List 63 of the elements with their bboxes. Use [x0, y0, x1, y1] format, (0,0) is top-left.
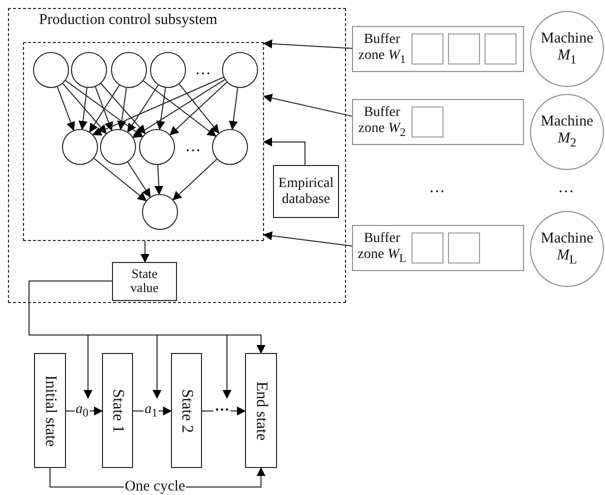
neuron-circle: [62, 129, 98, 165]
arrow: [94, 86, 113, 131]
neuron-circle: [212, 129, 248, 165]
machine-circle: [530, 11, 604, 87]
arrow: [28, 280, 266, 354]
buffer-zone-box: [352, 99, 524, 145]
arrow: [92, 76, 224, 136]
neuron-circle: [139, 129, 175, 165]
neuron-circle: [111, 52, 147, 88]
state-box: [171, 353, 202, 468]
state-box: [102, 353, 133, 468]
state-label: Initial state: [41, 374, 60, 446]
neuron-circle: [71, 52, 107, 88]
neuron-circle: [222, 52, 258, 88]
database-box: [273, 165, 339, 218]
node-label: Empirical database: [277, 175, 335, 208]
arrow: [263, 138, 306, 166]
state-box: [245, 353, 277, 468]
arrow: [93, 158, 147, 202]
arrow: [117, 87, 127, 130]
neuron-circle: [33, 52, 69, 88]
arrow: [142, 80, 216, 137]
node-label: Machine M$_{2}$: [540, 114, 594, 150]
arrow: [56, 86, 75, 131]
state-box: [34, 353, 66, 468]
arrow: [154, 164, 164, 195]
buffer-label: Buffer zone W$_{1}$: [357, 32, 407, 66]
arrow: [62, 83, 107, 134]
arrow: [170, 82, 228, 136]
neuron-circle: [150, 52, 186, 88]
arrow: [263, 39, 352, 49]
arrow: [178, 84, 220, 134]
arrow: [202, 406, 246, 416]
node-label: Machine M$_{L}$: [540, 230, 594, 268]
machine-circle: [530, 211, 604, 287]
buffer-label: Buffer zone W$_{2}$: [357, 105, 407, 140]
node-label: Machine M$_{1}$: [540, 30, 594, 68]
node-label: State value: [129, 266, 160, 296]
buffer-zone-box: [352, 26, 524, 72]
arrow: [127, 84, 159, 133]
state-label: State 1: [108, 388, 127, 432]
container-title: Production control subsystem: [39, 12, 218, 30]
arrow: [89, 84, 120, 133]
arrow: [78, 87, 88, 130]
neuron-circle: [100, 129, 136, 165]
edge-label: One cycle: [124, 480, 186, 494]
state-label: State 2: [178, 388, 196, 432]
arrow: [156, 87, 166, 130]
arrow: [172, 158, 218, 200]
arrow: [263, 94, 352, 117]
buffer-label: Buffer zone W$_{L}$: [356, 231, 408, 266]
arrow: [100, 83, 146, 134]
arrow: [127, 162, 151, 198]
arrow: [65, 80, 144, 137]
buffer-zone-box: [352, 225, 524, 271]
state-value-box: [112, 262, 177, 301]
machine-circle: [530, 94, 604, 170]
neuron-circle: [142, 194, 178, 230]
arrow: [132, 79, 226, 138]
state-label: End state: [252, 380, 270, 440]
arrow: [263, 231, 352, 246]
arrow: [140, 240, 150, 263]
arrow: [228, 87, 238, 130]
